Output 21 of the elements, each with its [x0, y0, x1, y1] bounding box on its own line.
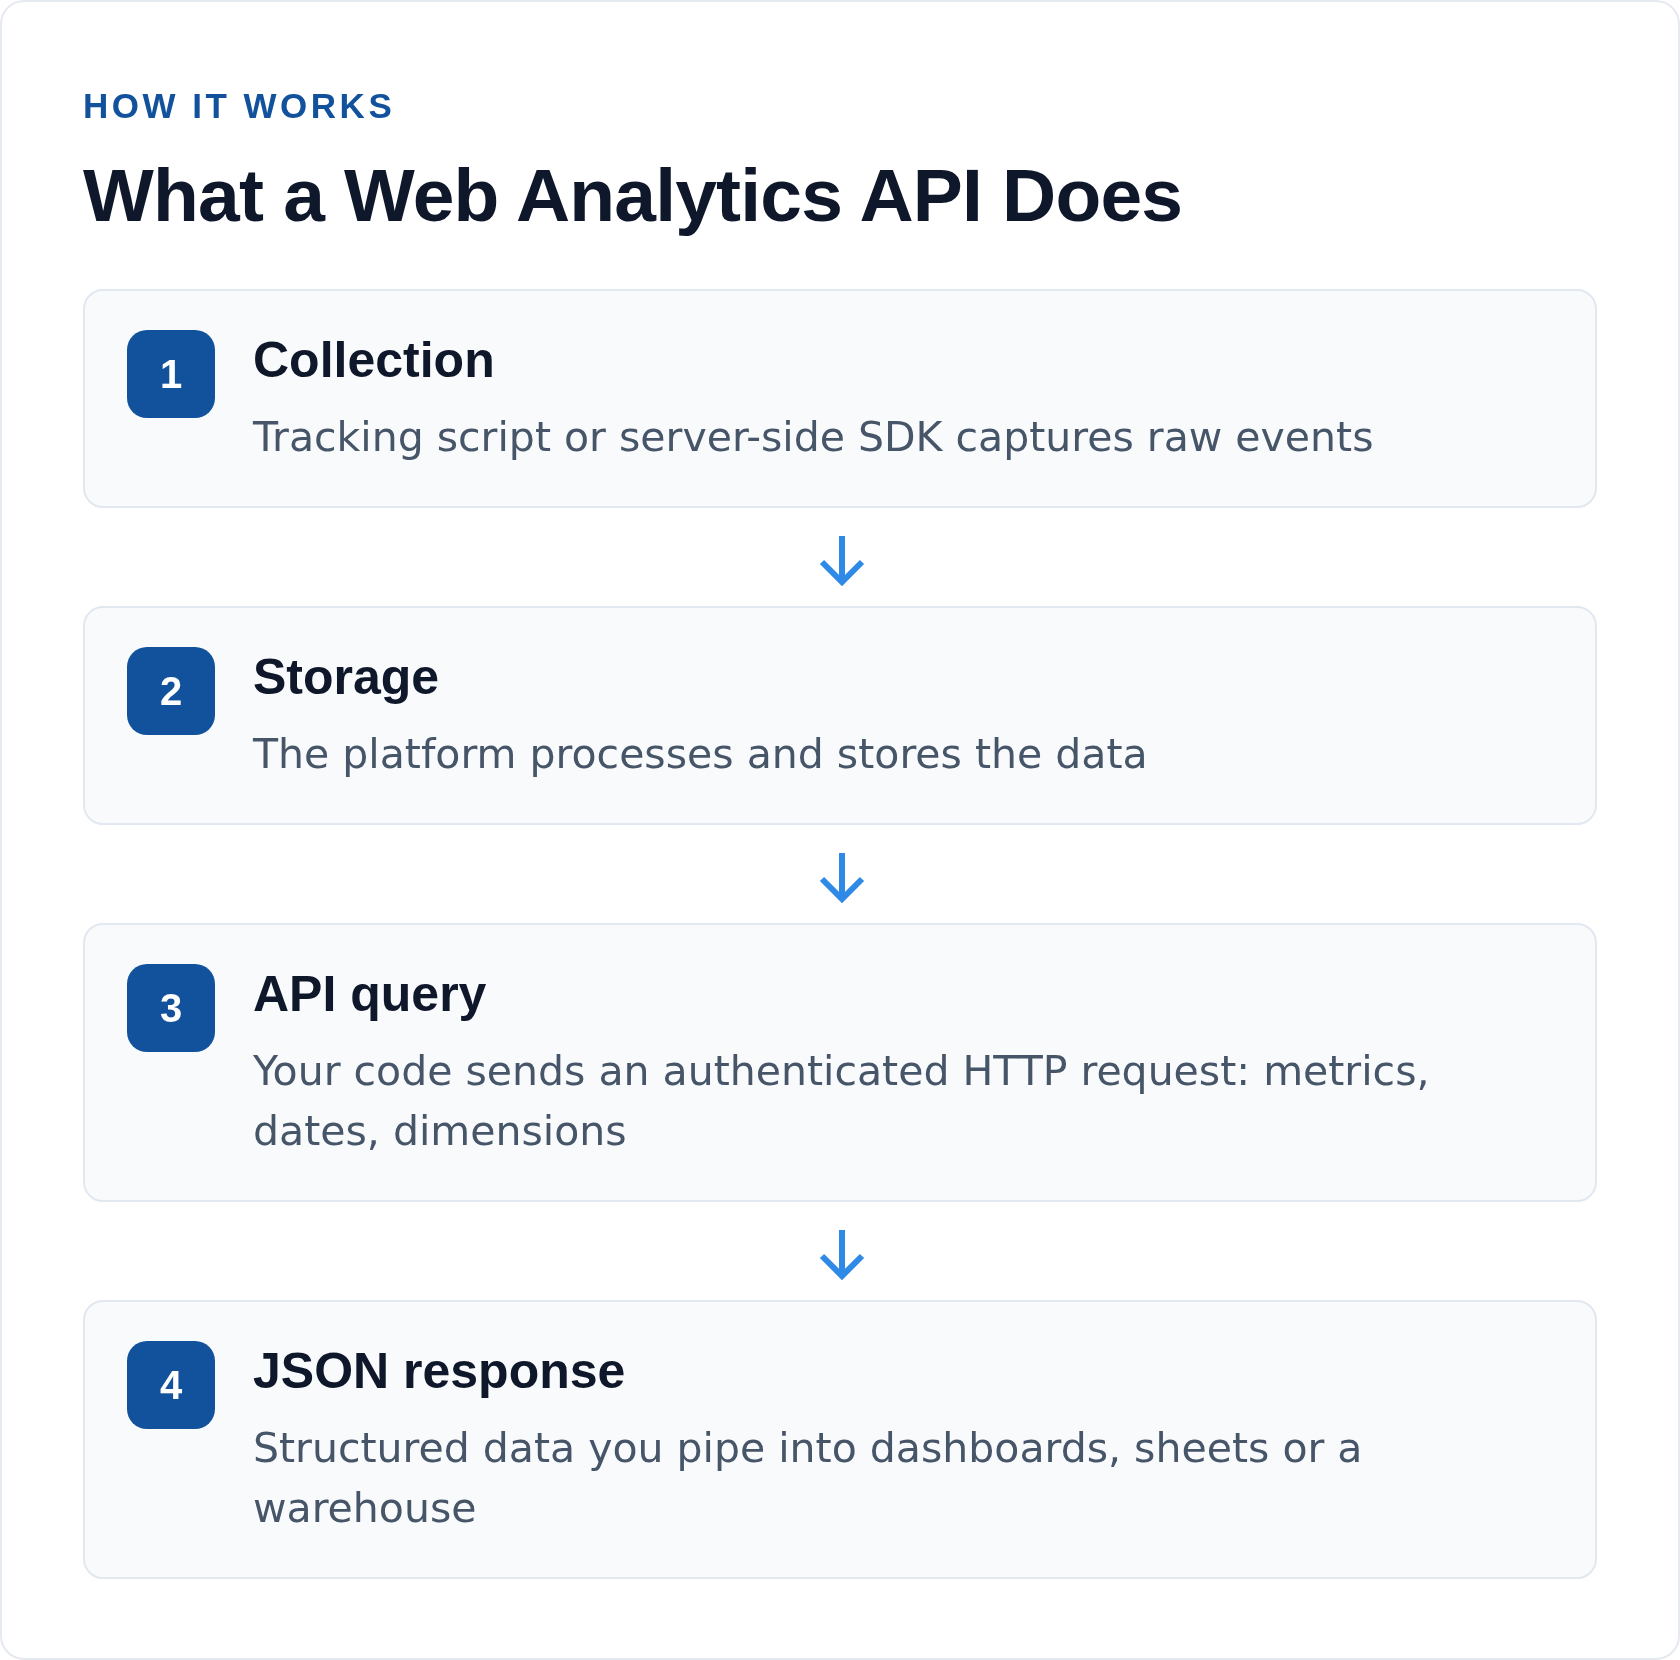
step-number-badge: 3 [127, 964, 215, 1052]
step-description: Your code sends an authenticated HTTP request: metrics, dates, dimensions [253, 1046, 1431, 1157]
step-title: Storage [253, 648, 440, 707]
arrow [819, 853, 865, 902]
step-number-badge: 2 [127, 647, 215, 735]
step-title: API query [253, 965, 487, 1024]
step-title: JSON response [253, 1342, 626, 1401]
step-description: Tracking script or server-side SDK captures raw events [253, 412, 1375, 463]
step-description: Structured data you pipe into dashboards, sheets or a warehouse [253, 1423, 1364, 1534]
step-number-badge: 1 [127, 330, 215, 418]
step-card [83, 606, 1597, 825]
step-card [83, 1300, 1597, 1579]
step-card [83, 923, 1597, 1202]
diagram-title: What a Web Analytics API Does [83, 152, 1183, 239]
eyebrow-label: HOW IT WORKS [83, 85, 396, 127]
arrow [819, 536, 865, 585]
step-card [83, 289, 1597, 508]
arrow [819, 1230, 865, 1279]
step-description: The platform processes and stores the data [253, 729, 1149, 780]
step-title: Collection [253, 331, 495, 390]
step-number-badge: 4 [127, 1341, 215, 1429]
